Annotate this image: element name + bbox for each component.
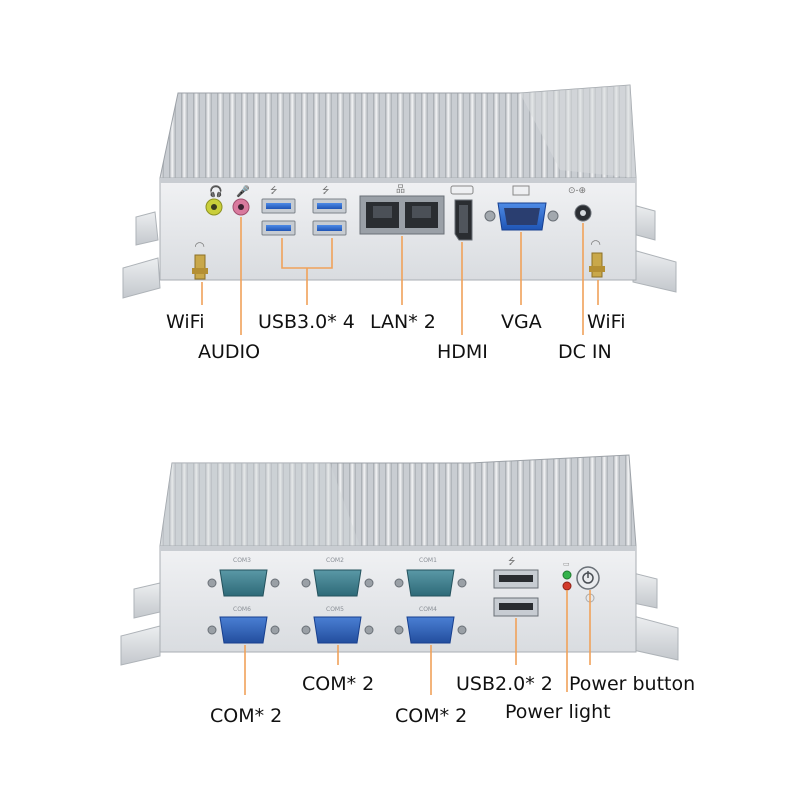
wifi-icon: ◜◝ bbox=[195, 239, 205, 253]
label-wifi-left: WiFi bbox=[166, 311, 204, 333]
mount-ear-right-upper bbox=[632, 572, 658, 609]
mount-ear-left-lower bbox=[122, 257, 161, 299]
label-lan: LAN* 2 bbox=[370, 311, 436, 333]
audio-jack-line-out: 🎧 bbox=[205, 185, 223, 216]
label-wifi-right: WiFi bbox=[587, 311, 625, 333]
mount-ear-left-lower bbox=[120, 625, 161, 666]
label-usb2: USB2.0* 2 bbox=[456, 673, 553, 695]
silk-com6: COM6 bbox=[233, 606, 251, 613]
usb-symbol-icon: ⭍ bbox=[322, 185, 330, 195]
silk-com2: COM2 bbox=[326, 557, 344, 564]
label-usb3: USB3.0* 4 bbox=[258, 311, 355, 333]
network-icon: 品 bbox=[396, 184, 405, 194]
wifi-icon: ◜◝ bbox=[591, 237, 601, 251]
audio-jack-mic: 🎤 bbox=[232, 184, 250, 216]
label-power-button: Power button bbox=[569, 673, 695, 695]
mount-ear-left-upper bbox=[133, 582, 161, 619]
mount-ear-left-upper bbox=[135, 211, 159, 246]
com-port-4 bbox=[394, 616, 467, 644]
com-port-3 bbox=[207, 569, 280, 597]
power-button bbox=[576, 566, 600, 603]
power-led-green bbox=[562, 570, 572, 580]
hdmi-port bbox=[450, 185, 474, 241]
dc-polarity-icon: ⊙-⊕ bbox=[568, 185, 586, 195]
lan-ports: 品 bbox=[359, 184, 445, 235]
svg-text:▭: ▭ bbox=[563, 561, 570, 568]
silk-com1: COM1 bbox=[419, 557, 437, 564]
svg-text:🎧: 🎧 bbox=[209, 185, 223, 198]
bottom-device: COM3 COM2 COM1 COM6 COM5 COM4 bbox=[120, 454, 679, 666]
mount-ear-right-lower bbox=[632, 615, 679, 661]
top-callout-lines bbox=[201, 217, 599, 335]
label-power-light: Power light bbox=[505, 701, 611, 723]
label-vga: VGA bbox=[501, 311, 542, 333]
com-port-1 bbox=[394, 569, 467, 597]
mount-ear-right-lower bbox=[632, 249, 677, 293]
wifi-antenna-right: ◜◝ bbox=[589, 237, 605, 278]
dc-in-jack: ⊙-⊕ bbox=[568, 185, 592, 222]
power-led-red bbox=[562, 581, 572, 591]
usb2-ports: ⭍ bbox=[493, 556, 539, 617]
label-dc-in: DC IN bbox=[558, 341, 612, 363]
top-device: 🎧 🎤 ⭍ ⭍ 品 bbox=[122, 84, 677, 299]
silk-com3: COM3 bbox=[233, 557, 251, 564]
com-port-6 bbox=[207, 616, 280, 644]
usb-symbol-icon: ⭍ bbox=[508, 556, 516, 566]
vga-port bbox=[484, 185, 559, 231]
svg-text:🎤: 🎤 bbox=[236, 184, 250, 198]
com-port-5 bbox=[301, 616, 374, 644]
label-hdmi: HDMI bbox=[437, 341, 488, 363]
wifi-antenna-left: ◜◝ bbox=[192, 239, 208, 280]
label-com-right: COM* 2 bbox=[395, 705, 467, 727]
label-com-mid: COM* 2 bbox=[302, 673, 374, 695]
label-com-left: COM* 2 bbox=[210, 705, 282, 727]
com-port-2 bbox=[301, 569, 374, 597]
usb3-ports: ⭍ ⭍ bbox=[261, 185, 347, 236]
silk-com4: COM4 bbox=[419, 606, 437, 613]
silk-com5: COM5 bbox=[326, 606, 344, 613]
bottom-callout-lines bbox=[244, 590, 591, 695]
usb-symbol-icon: ⭍ bbox=[270, 185, 278, 195]
label-audio: AUDIO bbox=[198, 341, 260, 363]
